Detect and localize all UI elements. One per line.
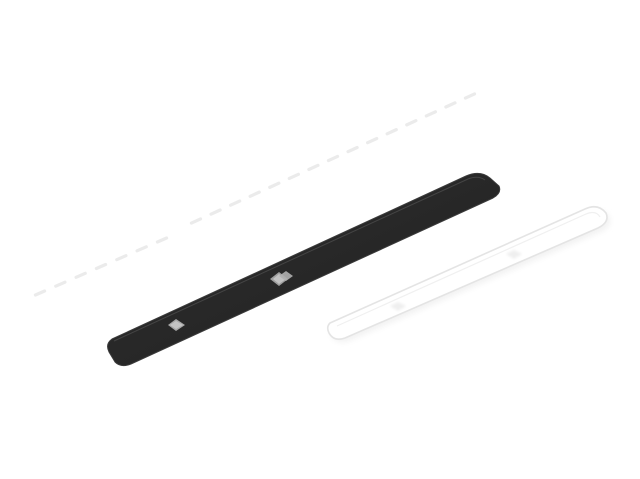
dark-rail-body xyxy=(107,172,501,367)
ghost-mark-row-upper xyxy=(189,92,477,225)
ghost-mark-row-lower xyxy=(33,236,169,297)
ghost-mark xyxy=(54,280,67,288)
ghost-mark xyxy=(94,262,108,271)
light-rail-connector-left xyxy=(390,302,406,311)
ghost-mark xyxy=(209,208,222,216)
ghost-mark xyxy=(307,163,320,172)
light-rail xyxy=(326,205,611,343)
connector-center xyxy=(270,271,293,286)
light-rail-inner-edge xyxy=(336,211,601,327)
ghost-mark xyxy=(346,145,359,154)
ghost-mark xyxy=(74,271,87,279)
ghost-mark xyxy=(33,289,47,297)
ghost-mark xyxy=(326,154,340,163)
ghost-mark xyxy=(463,92,477,100)
ghost-mark xyxy=(228,199,242,207)
ghost-mark xyxy=(444,101,457,109)
connector-left xyxy=(168,319,185,331)
ghost-mark xyxy=(189,217,203,225)
ghost-mark xyxy=(115,254,128,262)
ghost-mark xyxy=(405,119,418,127)
ghost-mark xyxy=(248,190,261,198)
ghost-mark xyxy=(424,110,438,118)
ghost-mark xyxy=(287,172,301,181)
ghost-mark xyxy=(135,245,148,253)
dark-rail-top-highlight xyxy=(113,176,486,342)
ghost-mark xyxy=(268,181,281,189)
ghost-mark xyxy=(385,128,398,136)
ghost-mark xyxy=(155,236,169,244)
dark-rail xyxy=(107,172,501,367)
light-rail-connector-right xyxy=(506,250,522,259)
ghost-mark xyxy=(365,136,379,145)
